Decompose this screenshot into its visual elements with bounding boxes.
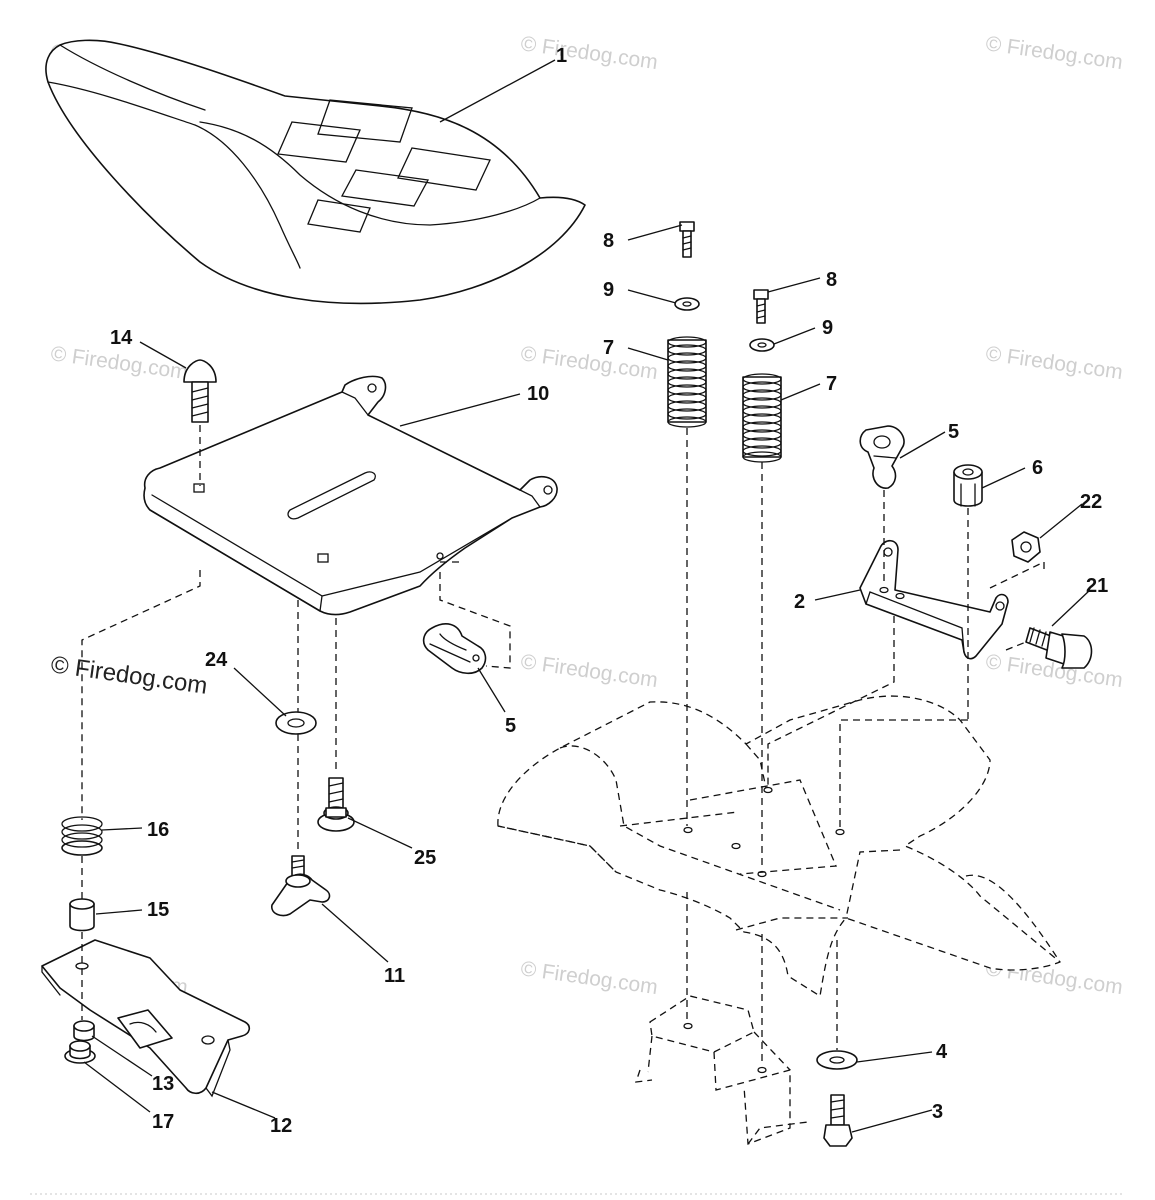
watermark: © Firedog.com <box>984 32 1124 74</box>
callout-17: 17 <box>152 1111 174 1133</box>
spring-bolt-left <box>679 221 695 258</box>
callout-10: 10 <box>527 383 549 405</box>
hex-nut-right <box>1011 531 1041 563</box>
compression-spring-small <box>61 816 103 856</box>
flat-washer-right <box>816 1050 858 1070</box>
seat-spring-left <box>667 336 707 428</box>
callout-14: 14 <box>110 327 133 349</box>
seat-pan <box>143 375 558 616</box>
callout-1: 1 <box>556 45 567 67</box>
callout-3: 3 <box>932 1101 943 1123</box>
callout-13: 13 <box>152 1073 174 1095</box>
callout-7: 7 <box>603 337 614 359</box>
callout-4: 4 <box>936 1041 948 1063</box>
leader-lines <box>83 59 1091 1133</box>
watermark: © Firedog.com <box>519 650 659 692</box>
callout-15: 15 <box>147 899 169 921</box>
callout-6: 6 <box>1032 457 1043 479</box>
spacer-bushing <box>69 898 95 932</box>
callout-16: 16 <box>147 819 169 841</box>
spring-clip-right <box>859 425 905 489</box>
hinge-shoulder-bolt <box>1025 627 1093 669</box>
callout-7: 7 <box>826 373 837 395</box>
watermark: © Firedog.com <box>984 342 1124 384</box>
callout-labels: 1 10 14 8 9 7 8 9 7 5 6 22 21 2 5 24 25 … <box>110 45 1108 1137</box>
callout-24: 24 <box>205 649 228 671</box>
flange-locknut <box>64 1040 96 1064</box>
callout-8: 8 <box>603 230 614 252</box>
wing-knob <box>271 855 331 917</box>
spring-clip-left <box>422 623 487 675</box>
callout-21: 21 <box>1086 575 1108 597</box>
callout-5: 5 <box>505 715 516 737</box>
alignment-lines <box>81 425 1045 1066</box>
callout-9: 9 <box>603 279 614 301</box>
callout-25: 25 <box>414 847 436 869</box>
callout-12: 12 <box>270 1115 292 1137</box>
spring-washer-left <box>674 297 700 311</box>
spring-bolt-right <box>753 289 769 324</box>
callout-5: 5 <box>948 421 959 443</box>
shoulder-bolt <box>317 777 355 832</box>
callout-2: 2 <box>794 591 805 613</box>
hex-nut <box>73 1020 95 1042</box>
callout-9: 9 <box>822 317 833 339</box>
carriage-bolt <box>183 359 217 423</box>
watermark: © Firedog.com <box>519 957 659 999</box>
hex-locknut <box>953 464 983 507</box>
seat-spring-right <box>742 373 782 463</box>
fender-frame-reference <box>497 695 1061 1145</box>
watermark-prominent: © Firedog.com <box>49 651 209 700</box>
callout-11: 11 <box>384 965 405 987</box>
hex-bolt-right <box>823 1094 853 1147</box>
callout-22: 22 <box>1080 491 1102 513</box>
seat-hinge-bracket <box>859 539 1009 660</box>
adjustment-plate <box>41 939 251 1098</box>
watermark: © Firedog.com <box>519 342 659 384</box>
spring-washer-right <box>749 338 775 352</box>
washer-left <box>275 711 317 735</box>
callout-8: 8 <box>826 269 837 291</box>
seat <box>45 39 586 305</box>
